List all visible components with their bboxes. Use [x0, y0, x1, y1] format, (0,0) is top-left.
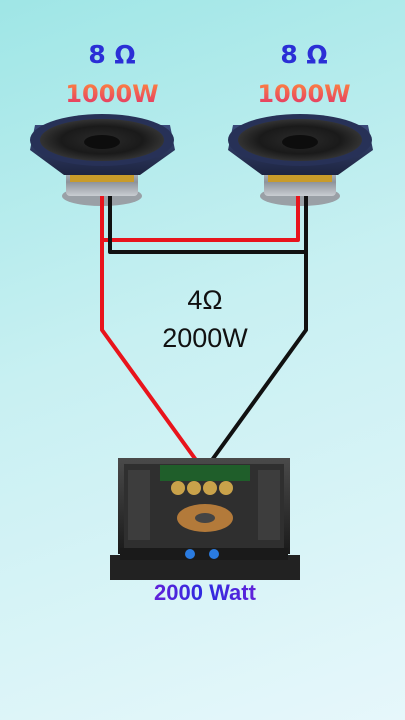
positive-wire — [100, 196, 300, 462]
amplifier-label: 2000 Watt — [130, 580, 280, 606]
total-power: 2000W — [162, 323, 248, 353]
total-impedance: 4Ω — [187, 285, 223, 315]
negative-wire — [108, 196, 308, 462]
speaker-left-power: 1000W — [42, 80, 182, 108]
speaker-right-impedance: 8 Ω — [280, 40, 328, 69]
speaker-left — [30, 114, 175, 206]
speaker-right — [228, 114, 373, 206]
speaker-right-power: 1000W — [234, 80, 374, 108]
amplifier — [110, 458, 300, 580]
wires — [100, 196, 308, 462]
speaker-left-impedance: 8 Ω — [88, 40, 136, 69]
